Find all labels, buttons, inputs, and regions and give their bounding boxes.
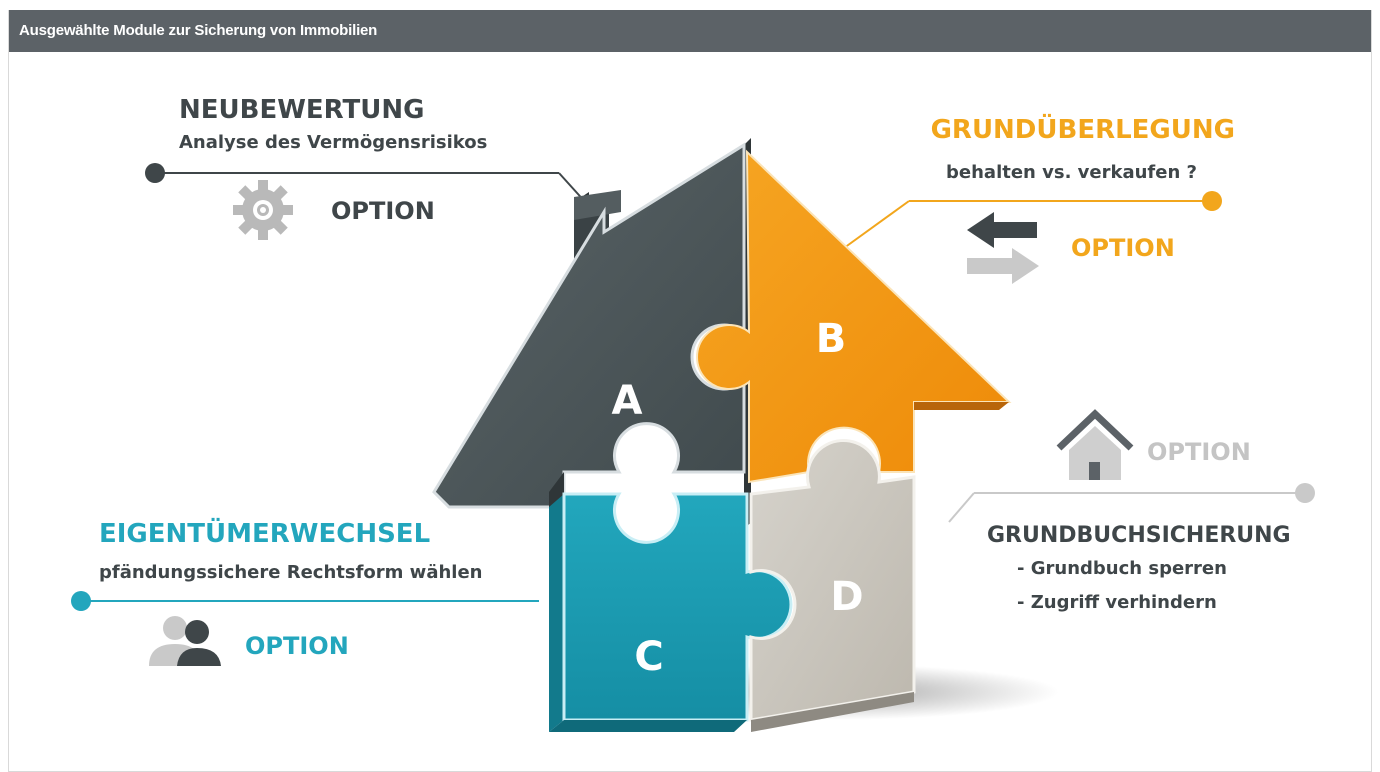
grundbuchsicherung-option: OPTION: [1147, 438, 1251, 466]
connector-grundbuchsicherung: [948, 483, 1315, 523]
piece-a-label: A: [612, 378, 643, 424]
swap-arrows-icon: [967, 212, 1039, 284]
grundueberlegung-subtitle: behalten vs. verkaufen ?: [946, 162, 1197, 183]
grundueberlegung-title: GRUNDÜBERLEGUNG: [931, 112, 1235, 145]
grundbuchsicherung-line2: - Zugriff verhindern: [1017, 592, 1217, 613]
house-icon: [1056, 409, 1134, 480]
eigentuemerwechsel-subtitle: pfändungssichere Rechtsform wählen: [99, 562, 482, 583]
piece-c-label: C: [634, 634, 663, 680]
figure-frame: Ausgewählte Module zur Sicherung von Imm…: [8, 10, 1372, 772]
users-icon: [149, 616, 221, 666]
puzzle-piece-a: A: [432, 142, 746, 509]
gear-icon: [233, 180, 293, 240]
eigentuemerwechsel-option: OPTION: [245, 632, 349, 660]
piece-b-label: B: [816, 316, 847, 362]
puzzle-piece-d: D: [749, 439, 916, 732]
connector-grundueberlegung: [843, 191, 1222, 249]
neubewertung-option: OPTION: [331, 197, 435, 225]
figure-header: Ausgewählte Module zur Sicherung von Imm…: [9, 10, 1371, 52]
eigentuemerwechsel-title: EIGENTÜMERWECHSEL: [99, 516, 430, 549]
piece-d-label: D: [830, 574, 863, 620]
grundbuchsicherung-line1: - Grundbuch sperren: [1017, 558, 1227, 579]
figure-title: Ausgewählte Module zur Sicherung von Imm…: [19, 22, 378, 39]
grundbuchsicherung-title: GRUNDBUCHSICHERUNG: [987, 523, 1291, 548]
puzzle-piece-c: C: [549, 492, 793, 732]
puzzle-house-diagram: A B C D NEUBEWERTUNG Analyse des Vermöge…: [71, 95, 1315, 732]
connector-eigentuemerwechsel: [71, 591, 539, 611]
puzzle-piece-b: B: [696, 149, 1012, 484]
neubewertung-subtitle: Analyse des Vermögensrisikos: [179, 132, 487, 153]
grundueberlegung-option: OPTION: [1071, 234, 1175, 262]
neubewertung-title: NEUBEWERTUNG: [179, 95, 424, 125]
